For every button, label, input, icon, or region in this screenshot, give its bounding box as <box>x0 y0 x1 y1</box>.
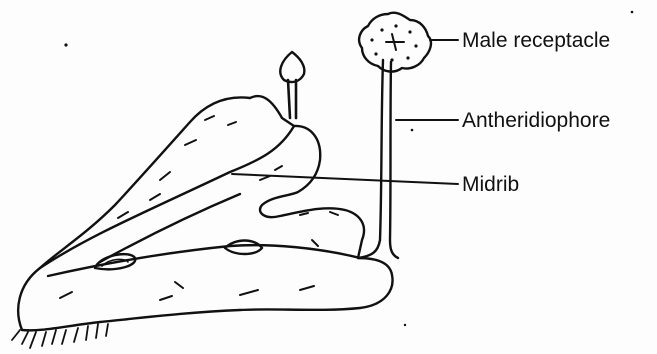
midrib-fold <box>100 194 240 262</box>
label-male-receptacle: Male receptacle <box>462 30 610 51</box>
antheridiophore-left <box>358 60 383 258</box>
small-bud <box>280 52 304 82</box>
small-stalk <box>288 80 290 118</box>
thallus-outline <box>18 96 392 330</box>
thallus-notch <box>225 241 262 255</box>
label-antheridiophore: Antheridiophore <box>462 110 610 131</box>
label-midrib: Midrib <box>462 174 519 195</box>
midrib-lower <box>48 245 360 276</box>
receptacle-center-mark <box>386 34 404 50</box>
leader-midrib <box>232 174 458 184</box>
surface-marks <box>60 116 338 300</box>
antheridiophore-right <box>390 62 398 258</box>
